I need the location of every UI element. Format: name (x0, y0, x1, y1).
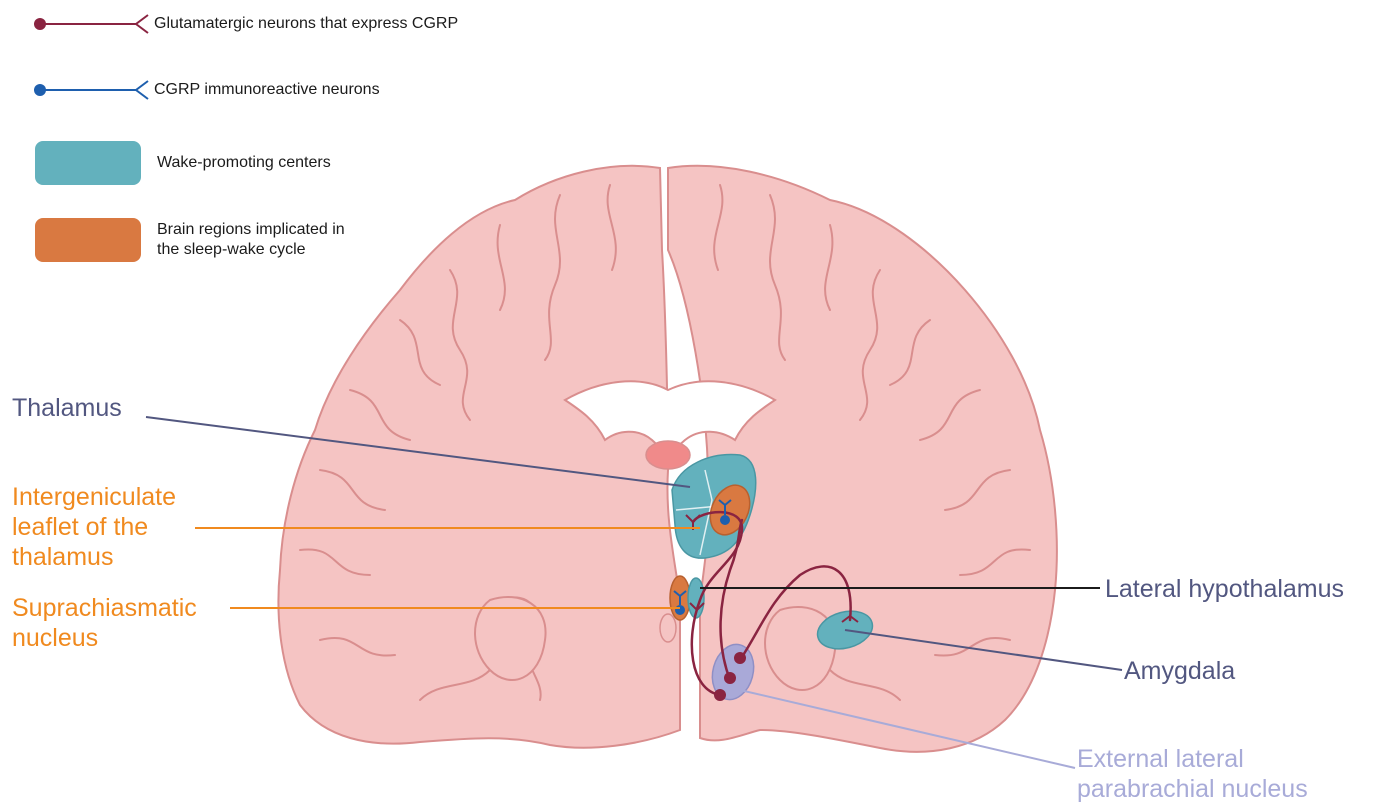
optic-chiasm (660, 614, 676, 642)
lateral-hypothalamus-label: Lateral hypothalamus (1105, 574, 1344, 604)
intergeniculate-label: Intergeniculate leaflet of the thalamus (12, 482, 176, 572)
immunoreactive-soma (675, 605, 685, 615)
amygdala-label: Amygdala (1124, 656, 1235, 686)
immunoreactive-soma (720, 515, 730, 525)
parabrachial-label: External lateral parabrachial nucleus (1077, 744, 1308, 804)
thalamus-label: Thalamus (12, 393, 122, 423)
glutamatergic-soma (714, 689, 726, 701)
suprachiasmatic-label: Suprachiasmatic nucleus (12, 593, 197, 653)
third-ventricle-choroid (646, 441, 690, 469)
glutamatergic-soma (734, 652, 746, 664)
left-hemisphere (278, 166, 680, 748)
glutamatergic-soma (724, 672, 736, 684)
